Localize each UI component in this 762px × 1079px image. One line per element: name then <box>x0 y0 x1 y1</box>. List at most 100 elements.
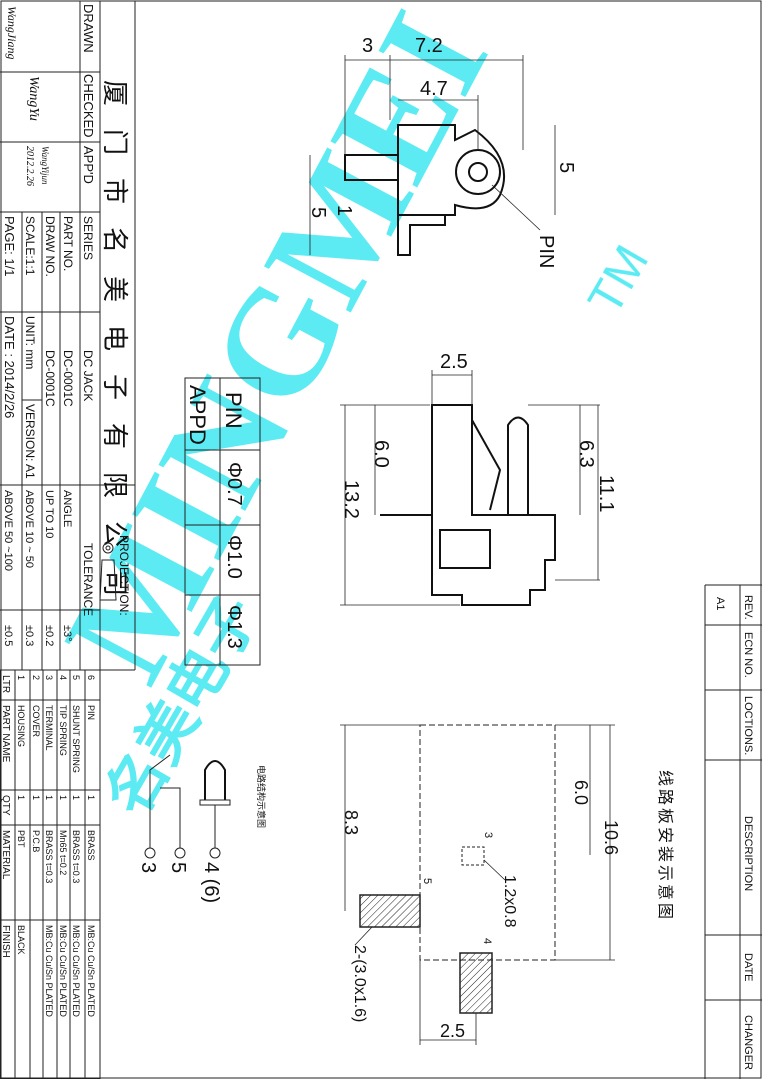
dim-top-5b: 5 <box>307 207 329 218</box>
dim-top-3: 3 <box>362 35 373 57</box>
table-cell-qty: 1 <box>31 795 41 800</box>
table-cell-name: PIN <box>86 705 96 720</box>
table-header-name: PART NAME <box>0 705 11 763</box>
draw-no-value: DC-0001C <box>43 350 57 407</box>
table-cell-ltr: 6 <box>86 675 96 680</box>
dim-side-11-1: 11.1 <box>595 475 617 512</box>
table-cell-finish: MB:Cu Cu/Sn PLATED <box>44 925 54 1017</box>
tolerance-range: ABOVE 50 ~100 <box>2 490 14 571</box>
dim-pcb-2-5: 2.5 <box>440 1021 465 1041</box>
scale: SCALE:1:1 <box>23 216 37 276</box>
terminal-5-icon <box>174 847 186 859</box>
dim-pcb-slots: 2-(3.0x1.6) <box>351 945 368 1022</box>
dim-side-13-2: 13.2 <box>340 480 362 519</box>
table-header-finish: FINISH <box>0 925 11 958</box>
table-header-qty: QTY <box>0 795 11 816</box>
table-cell-finish: BLACK <box>16 925 26 955</box>
table-cell-name: TIP SPRING <box>58 705 68 756</box>
schematic-title: 电路结构示意图 <box>256 765 267 828</box>
terminal-3-icon <box>144 847 156 859</box>
projection-label: PROJECTION: <box>117 535 131 616</box>
date: DATE : 2014/2/26 <box>2 316 17 418</box>
table-header-ltr: LTR <box>0 675 11 693</box>
rev-value: A1 <box>714 597 726 610</box>
checked-signature: WangYu <box>26 76 41 121</box>
pin-4-6-label: 4 (6) <box>200 862 222 903</box>
dim-pcb-pad: 1.2x0.8 <box>501 875 518 928</box>
table-cell-finish: MB:Cu Cu/Sn PLATED <box>58 925 68 1017</box>
pin-table-row-label: APPD <box>185 385 210 445</box>
draw-no-label: DRAW NO. <box>43 216 57 277</box>
part-no-label: PART NO. <box>61 216 75 271</box>
side-view-drawing: 2.5 6.0 13.2 6.3 11.1 <box>340 351 617 606</box>
table-cell-qty: 1 <box>44 795 54 800</box>
unit: UNIT: mm <box>23 316 37 369</box>
table-cell-ltr: 5 <box>71 675 81 680</box>
pin-size: Φ1.0 <box>223 535 245 579</box>
table-cell-qty: 1 <box>58 795 68 800</box>
pin-table-header: PIN <box>221 392 246 429</box>
tolerance-value: ±0.3 <box>23 625 35 646</box>
pad-label-3: 3 <box>482 832 494 838</box>
table-cell-qty: 1 <box>71 795 81 800</box>
tolerance-range: ANGLE <box>61 490 73 527</box>
table-cell-material: BRASS t=0.3 <box>71 830 81 883</box>
table-header-material: MATERIAL <box>0 830 11 880</box>
table-cell-material: Mn65 t=0.2 <box>58 830 68 875</box>
circuit-schematic: 电路结构示意图 4 (6) 5 3 <box>137 754 267 903</box>
pin-3-label: 3 <box>137 862 159 873</box>
table-cell-finish: MB:Cu Cu/Sn PLATED <box>86 925 96 1017</box>
table-cell-ltr: 4 <box>58 675 68 680</box>
version: VERSION: A1 <box>23 404 37 479</box>
locations-header: LOCTIONS. <box>742 696 754 755</box>
rev-header: REV. <box>742 595 754 620</box>
company-name: 厦门市名美电子有限公司 <box>100 80 130 619</box>
page: PAGE: 1/1 <box>2 216 17 276</box>
pin-size: Φ1.3 <box>223 605 245 649</box>
drawn-signature: WangJiang <box>5 6 19 60</box>
pin-label: PIN <box>535 235 557 268</box>
projection-symbol-icon <box>99 542 117 601</box>
appd-date: 2012.2.26 <box>24 146 35 186</box>
table-cell-name: HOUSING <box>16 705 26 747</box>
table-cell-finish: MB:Cu Cu/Sn PLATED <box>71 925 81 1017</box>
pad-label-5: 5 <box>421 878 433 884</box>
dim-top-7-2: 7.2 <box>415 35 443 57</box>
table-cell-ltr: 1 <box>16 675 26 680</box>
dim-top-4-7: 4.7 <box>420 78 448 100</box>
description-header: DESCRIPTION <box>742 816 754 891</box>
checked-label: CHECKED <box>81 74 96 138</box>
tolerance-value: ±3° <box>61 625 73 642</box>
table-cell-qty: 1 <box>86 795 96 800</box>
table-cell-ltr: 2 <box>31 675 41 680</box>
pin-size: Φ0.7 <box>223 462 245 506</box>
table-cell-material: BRASS <box>86 830 96 861</box>
tolerance-range: ABOVE 10 ~ 50 <box>23 490 35 568</box>
top-view-drawing: 3 7.2 4.7 5 5 1 PIN <box>307 35 577 268</box>
changer-header: CHANGER <box>742 1015 754 1070</box>
tolerance-value: ±0.5 <box>2 625 14 646</box>
series-label: SERIES <box>81 216 95 260</box>
drawn-label: DRAWN <box>81 4 96 53</box>
series-value: DC JACK <box>81 350 95 401</box>
table-cell-name: COVER <box>31 705 41 738</box>
part-no-value: DC-0001C <box>61 350 75 407</box>
dim-pcb-6-0: 6.0 <box>571 780 591 805</box>
table-cell-ltr: 3 <box>44 675 54 680</box>
pcb-layout-drawing: 线路板安装示意图 6.0 10.6 8.3 1.2x0.8 2-(3.0x1.6… <box>340 724 675 1045</box>
tolerance-value: ±0.2 <box>43 625 55 646</box>
pcb-layout-title: 线路板安装示意图 <box>656 770 675 922</box>
table-cell-qty: 1 <box>16 795 26 800</box>
dim-top-5: 5 <box>555 162 577 173</box>
pin-table: PIN APPD Φ0.7 Φ1.0 Φ1.3 <box>184 377 261 666</box>
pad-label-4: 4 <box>481 938 493 944</box>
dim-pcb-10-6: 10.6 <box>601 820 621 855</box>
table-cell-name: TERMINAL <box>44 705 54 751</box>
tolerance-label: TOLERANCE <box>81 543 95 616</box>
title-block: DRAWN CHECKED APP'D WangJiang WangYu Wan… <box>0 1 135 671</box>
terminal-4-icon <box>209 847 221 859</box>
date-header: DATE <box>742 953 754 982</box>
ecn-header: ECN NO. <box>742 632 754 678</box>
